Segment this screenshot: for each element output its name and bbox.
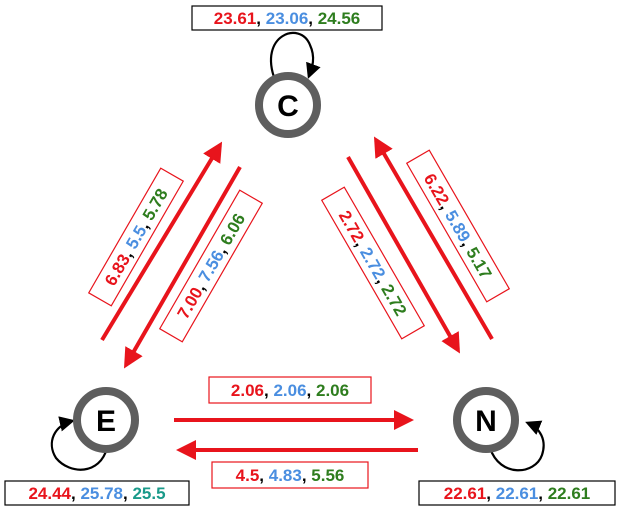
self-loop-n-value-1: 22.61 xyxy=(444,484,487,503)
edge-label-n-to-e-box xyxy=(211,461,369,489)
self-loop-n-value-3: 22.61 xyxy=(548,484,591,503)
node-n-circle xyxy=(453,387,519,453)
node-e: E xyxy=(73,387,139,453)
node-e-label: E xyxy=(96,405,116,438)
node-e-circle xyxy=(73,387,139,453)
node-c-label: C xyxy=(277,90,299,123)
separator: , xyxy=(308,9,317,28)
edge-label-e-to-n: 2.06, 2.06, 2.06 xyxy=(208,376,372,404)
separator: , xyxy=(486,484,495,503)
edge-label-n-to-e-text: 4.5, 4.83, 5.56 xyxy=(236,466,345,485)
self-loop-c-value-1: 23.61 xyxy=(214,9,257,28)
self-loop-e-value-1: 24.44 xyxy=(28,484,71,503)
edge-label-n-to-e: 4.5, 4.83, 5.56 xyxy=(211,461,369,489)
edge-n-to-e-value-1: 4.5 xyxy=(236,466,260,485)
separator: , xyxy=(538,484,547,503)
self-loop-label-n-text: 22.61, 22.61, 22.61 xyxy=(444,484,591,503)
node-n-label: N xyxy=(475,405,497,438)
edge-label-c-to-n-box xyxy=(320,186,426,340)
edge-label-c-to-e: 7.00, 7.56, 6.06 xyxy=(158,189,264,343)
separator: , xyxy=(256,9,265,28)
self-loop-label-e: 24.44, 25.78, 25.5 xyxy=(4,480,190,506)
edge-n-to-e-value-3: 5.56 xyxy=(311,466,344,485)
node-n: N xyxy=(453,387,519,453)
self-loop-label-n: 22.61, 22.61, 22.61 xyxy=(418,480,616,506)
self-loop-label-c: 23.61, 23.06, 24.56 xyxy=(191,5,383,31)
node-c: C xyxy=(255,72,321,138)
edge-n-to-e-value-2: 4.83 xyxy=(269,466,302,485)
self-loop-label-c-box xyxy=(191,5,383,31)
self-loop-label-n-box xyxy=(418,480,616,506)
edge-e-to-n-value-1: 2.06 xyxy=(231,381,264,400)
edge-label-e-to-c-text: 6.83, 5.5, 5.78 xyxy=(101,185,172,289)
separator: , xyxy=(123,484,132,503)
edge-label-e-to-n-text: 2.06, 2.06, 2.06 xyxy=(231,381,349,400)
separator: , xyxy=(302,466,311,485)
self-loop-n-value-2: 22.61 xyxy=(496,484,539,503)
edge-label-e-to-n-box xyxy=(208,376,372,404)
separator: , xyxy=(259,466,268,485)
separator: , xyxy=(307,381,316,400)
self-loop-e-value-2: 25.78 xyxy=(80,484,123,503)
self-loop-label-e-box xyxy=(4,480,190,506)
edge-label-e-to-c-box xyxy=(87,167,185,307)
edge-label-c-to-n-text: 2.72, 2.72, 2.72 xyxy=(335,207,411,319)
self-loop-c-value-2: 23.06 xyxy=(266,9,309,28)
self-loop-label-e-text: 24.44, 25.78, 25.5 xyxy=(28,484,165,503)
edge-arrow-c-to-n xyxy=(346,156,460,354)
self-loop-arrow-n xyxy=(488,420,545,472)
self-loop-e-value-3: 25.5 xyxy=(132,484,165,503)
separator: , xyxy=(264,381,273,400)
self-loop-arrow-c xyxy=(269,32,321,81)
edge-e-to-n-value-2: 2.06 xyxy=(273,381,306,400)
edge-label-c-to-e-box xyxy=(158,189,264,343)
edge-e-to-n-value-3: 2.06 xyxy=(316,381,349,400)
self-loop-label-c-text: 23.61, 23.06, 24.56 xyxy=(214,9,361,28)
edge-label-n-to-c-text: 6.22, 5.89, 5.17 xyxy=(420,170,496,282)
self-loop-c-value-3: 24.56 xyxy=(318,9,361,28)
edge-label-n-to-c-box xyxy=(405,149,511,303)
edge-arrow-e-to-c xyxy=(100,141,223,342)
separator: , xyxy=(71,484,80,503)
edge-arrow-n-to-c xyxy=(373,136,494,341)
node-c-circle xyxy=(255,72,321,138)
edge-arrow-c-to-e xyxy=(124,166,242,369)
self-loop-arrow-e xyxy=(50,416,109,471)
